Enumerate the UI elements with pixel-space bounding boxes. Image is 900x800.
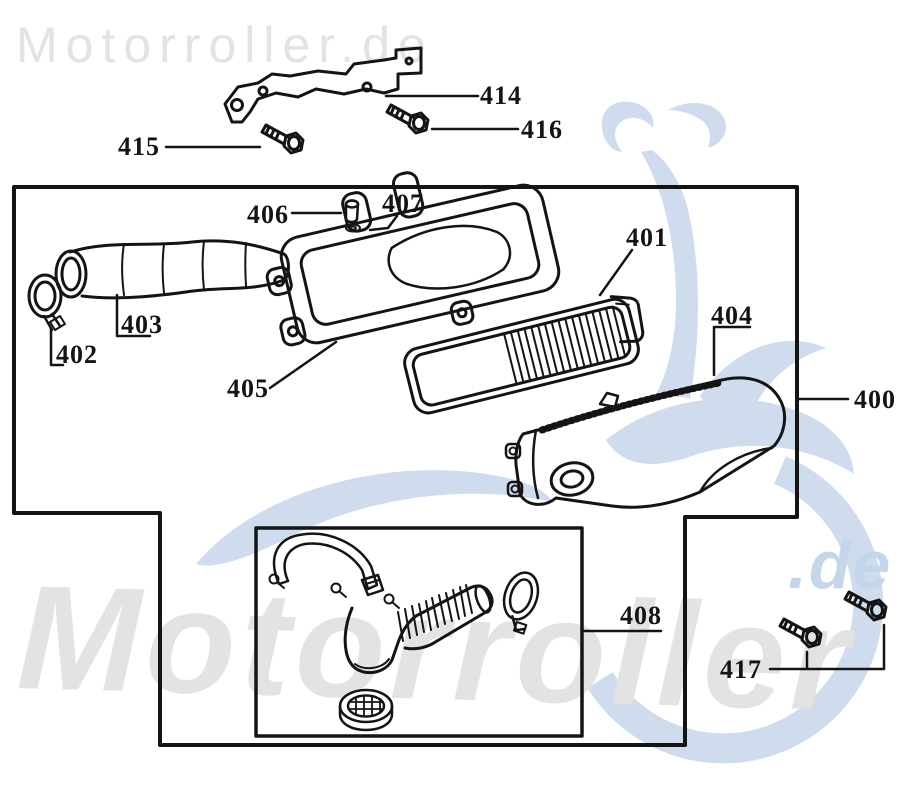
air-filter-element-drawing	[403, 295, 645, 415]
rubber-plug-drawing	[344, 199, 360, 224]
part-label-401: 401	[626, 223, 668, 252]
leader-402	[49, 327, 65, 367]
brand-bird-watermark	[196, 101, 884, 764]
leader-403	[115, 293, 152, 338]
bolt-415-drawing	[260, 123, 305, 155]
bird-head-curl	[601, 101, 654, 152]
bolt-416-drawing	[385, 103, 430, 135]
part-label-414: 414	[480, 81, 522, 110]
breather-hose-drawing	[272, 532, 385, 597]
left-wing-swoosh	[196, 470, 552, 566]
leader-lines	[49, 94, 886, 671]
small-clips-drawing	[268, 573, 400, 609]
watermark-big-text: Motorroller	[15, 555, 858, 742]
intake-duct-drawing	[54, 239, 290, 300]
part-label-417: 417	[720, 655, 762, 684]
lower-wing-swoosh	[606, 398, 854, 474]
watermark-header: Motorroller.de	[16, 17, 434, 73]
filter-cover-drawing	[504, 376, 787, 509]
grommet-drawing	[338, 688, 394, 732]
leader-407	[368, 214, 399, 232]
part-label-408: 408	[620, 601, 662, 630]
leader-405	[268, 340, 338, 390]
part-label-400: 400	[854, 385, 896, 414]
part-label-403: 403	[121, 310, 163, 339]
breather-clamp-ring-drawing	[502, 571, 540, 635]
part-label-404: 404	[711, 301, 753, 330]
part-label-402: 402	[56, 340, 98, 369]
bird-body-swoosh	[641, 150, 698, 398]
leader-404	[712, 325, 752, 377]
hose-clamp-drawing	[27, 273, 66, 332]
part-labels: 414 415 416 406 407 401 404 400 405 403 …	[56, 81, 896, 684]
part-label-407: 407	[382, 189, 424, 218]
leader-417	[768, 623, 886, 671]
leader-401	[598, 248, 634, 297]
bracket-drawing	[223, 46, 423, 124]
part-label-405: 405	[227, 374, 269, 403]
bellows-elbow-drawing	[343, 584, 494, 675]
bird-wing-curl	[668, 103, 727, 148]
watermark-big-suffix: .de	[788, 527, 892, 603]
airbox-plate-drawing	[265, 171, 561, 347]
main-frame-border	[12, 185, 799, 747]
washer-drawing	[345, 223, 361, 233]
part-label-415: 415	[118, 132, 160, 161]
line-art	[12, 46, 888, 747]
part-label-416: 416	[521, 115, 563, 144]
big-circle-swoosh	[587, 456, 884, 764]
part-label-406: 406	[247, 200, 289, 229]
bolt-417b-drawing	[843, 590, 888, 622]
bolt-417a-drawing	[778, 617, 823, 649]
